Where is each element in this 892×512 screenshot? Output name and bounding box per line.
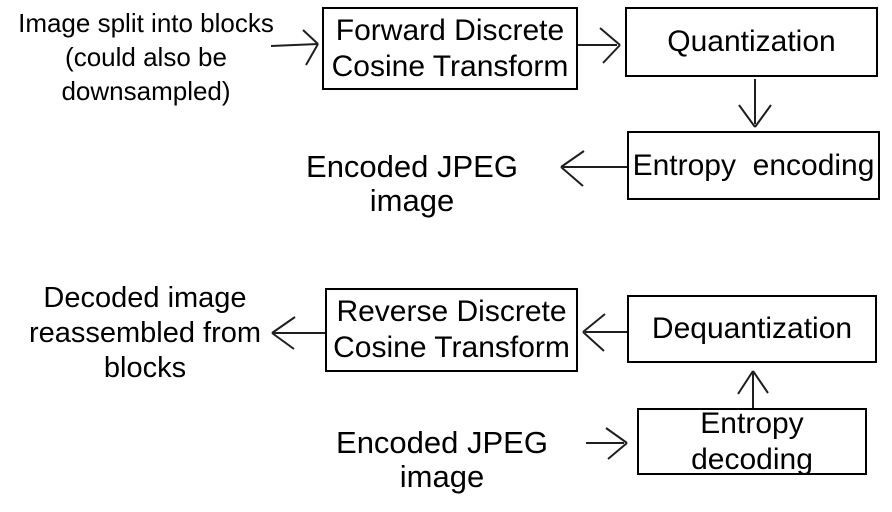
dequantization-box: Dequantization [627,295,877,363]
encoder-output-note: Encoded JPEG image [306,149,527,218]
arrow-quantization-to-entropy-encoding [738,79,772,128]
arrow-encoded-image-to-entropy-decoding [586,427,628,460]
encoder-input-note: Image split into blocks (could also be d… [18,8,274,106]
arrow-entropy-decoding-to-dequantization [737,370,769,408]
quantization-box: Quantization [625,7,878,77]
arrow-fdct-to-quantization [578,27,621,64]
arrow-entropy-encoding-to-encoded-image [560,150,627,187]
dequantization-label: Dequantization [651,312,853,345]
arrow-rdct-to-decoded-image [271,316,325,350]
fdct-label: Forward Discrete Cosine Transform [331,13,569,83]
arrow-dequantization-to-rdct [582,313,627,352]
decoder-output-note: Decoded image reassembled from blocks [28,282,262,384]
quantization-label: Quantization [667,25,836,58]
fdct-box: Forward Discrete Cosine Transform [322,7,578,90]
entropy-encoding-label: Entropy encoding [632,148,875,182]
entropy-encoding-box: Entropy encoding [627,131,880,200]
entropy-decoding-label: Entropy decoding [691,406,813,476]
rdct-label: Reverse Discrete Cosine Transform [333,295,570,364]
decoder-input-note: Encoded JPEG image [336,425,557,494]
entropy-decoding-box: Entropy decoding [637,406,867,476]
rdct-box: Reverse Discrete Cosine Transform [325,288,578,372]
